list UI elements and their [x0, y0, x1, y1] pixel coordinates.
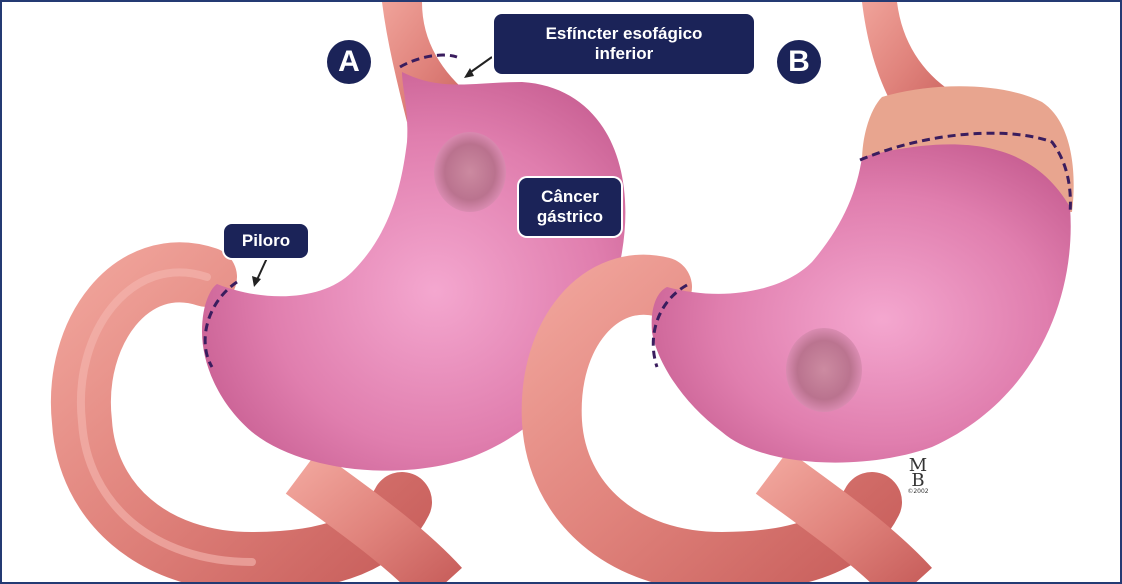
panel-a-letter: A: [338, 45, 360, 79]
sphincter-label-line2: inferior: [595, 44, 654, 64]
sphincter-label-line1: Esfíncter esofágico: [546, 24, 703, 44]
pylorus-label: Piloro: [224, 224, 308, 258]
panel-b-badge: B: [777, 40, 821, 84]
artist-signature: M B ©2002: [905, 458, 931, 504]
signature-year: ©2002: [905, 488, 931, 496]
cancer-label: Câncer gástrico: [519, 178, 621, 236]
sphincter-label: Esfíncter esofágico inferior: [494, 14, 754, 74]
cancer-label-line2: gástrico: [537, 207, 603, 227]
panel-a-badge: A: [327, 40, 371, 84]
cancer-label-line1: Câncer: [541, 187, 599, 207]
tumor-a: [434, 132, 506, 212]
panel-b-stomach: [652, 133, 1071, 462]
panel-b-letter: B: [788, 45, 810, 79]
tumor-b: [786, 328, 862, 412]
signature-mark: M B: [909, 455, 927, 491]
pylorus-label-text: Piloro: [242, 231, 290, 251]
